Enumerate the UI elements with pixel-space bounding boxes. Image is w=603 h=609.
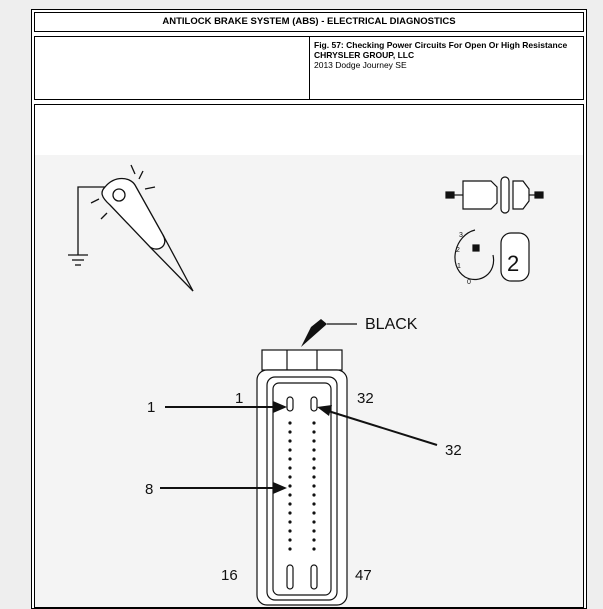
pin-dot (312, 529, 316, 533)
key-scale-0: 0 (467, 279, 471, 286)
figure-caption-box: Fig. 57: Checking Power Circuits For Ope… (34, 36, 584, 100)
caption-text: Fig. 57: Checking Power Circuits For Ope… (314, 40, 582, 70)
pin-dot (288, 475, 292, 479)
key-scale-2: 2 (456, 247, 460, 254)
pin-dot (288, 457, 292, 461)
pin-dot (288, 421, 292, 425)
disconnected-connector-icon (445, 176, 544, 214)
pin-dot (312, 457, 316, 461)
callout-8-arrowhead (273, 482, 287, 494)
pin-label-top-right: 32 (357, 390, 374, 407)
pin-dot (312, 439, 316, 443)
pin-dot (288, 493, 292, 497)
pin-dot (312, 448, 316, 452)
callout-pin-1: 1 (147, 399, 155, 416)
pin-dot (312, 511, 316, 515)
pin-dot (312, 466, 316, 470)
callout-pin-8: 8 (145, 481, 153, 498)
pin-label-bottom-left: 16 (221, 567, 238, 584)
key-scale-1: 1 (457, 263, 461, 270)
vehicle-name: 2013 Dodge Journey SE (314, 60, 407, 70)
pin-dot (312, 430, 316, 434)
callout-1-arrowhead (273, 401, 287, 413)
pin-dot (288, 430, 292, 434)
pin-dot (288, 547, 292, 551)
pin-dot (312, 502, 316, 506)
pin-dot (288, 466, 292, 470)
callout-32-arrowhead (317, 405, 332, 416)
pin-dot (288, 520, 292, 524)
section-header: ANTILOCK BRAKE SYSTEM (ABS) - ELECTRICAL… (34, 12, 584, 32)
pin-dot (312, 484, 316, 488)
pin-dot (312, 547, 316, 551)
pin-dot (312, 520, 316, 524)
pin-dot (288, 502, 292, 506)
diagram-svg: 2 3 2 1 0 BLACK (35, 155, 583, 607)
diagram-frame: 2 3 2 1 0 BLACK (34, 104, 584, 608)
pin-dot (312, 475, 316, 479)
pin-dot (288, 448, 292, 452)
pin-dot (288, 538, 292, 542)
pin-dot (312, 538, 316, 542)
key-scale-3: 3 (459, 232, 463, 239)
connector-color-label: BLACK (365, 316, 418, 333)
connector-body (256, 349, 348, 606)
pin-dot (288, 511, 292, 515)
company-name: CHRYSLER GROUP, LLC (314, 50, 415, 60)
pin-dot (288, 439, 292, 443)
key-position-label: 2 (507, 251, 519, 276)
test-light-icon (68, 164, 194, 292)
callout-pin-32: 32 (445, 442, 462, 459)
document-page: ANTILOCK BRAKE SYSTEM (ABS) - ELECTRICAL… (31, 9, 587, 609)
pin-dot (312, 421, 316, 425)
ignition-key-icon: 2 3 2 1 0 (454, 229, 530, 286)
pin-dot (288, 484, 292, 488)
caption-divider (309, 37, 310, 99)
pin-label-top-left: 1 (235, 390, 243, 407)
pin-dot (312, 493, 316, 497)
callout-32-line (324, 409, 438, 446)
pin-dot (288, 529, 292, 533)
connector-pins (288, 421, 316, 551)
figure-title: Fig. 57: Checking Power Circuits For Ope… (314, 40, 568, 50)
black-arrowhead (301, 319, 327, 347)
pin-label-bottom-right: 47 (355, 567, 372, 584)
